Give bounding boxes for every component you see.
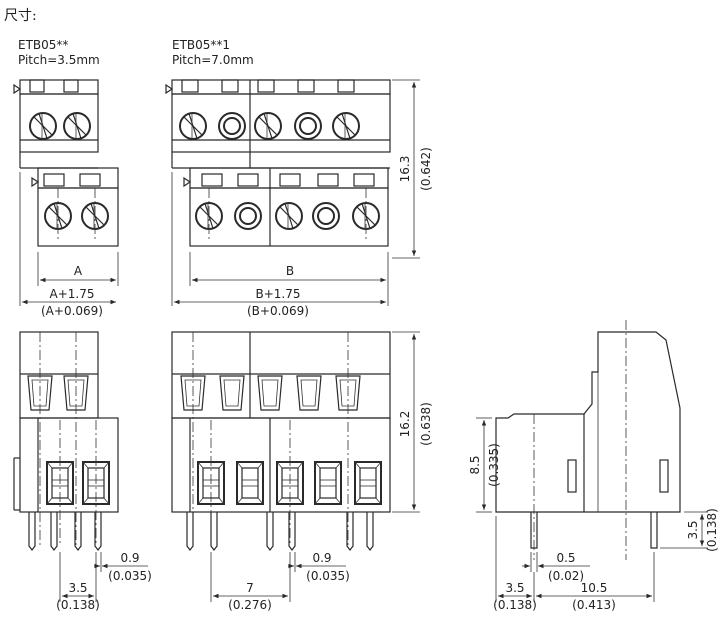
dim-b-total-mm: B+1.75	[255, 287, 300, 301]
dim-side-offset-in: (0.138)	[493, 598, 537, 612]
dim-pin-gap-left-mm: 0.9	[120, 551, 139, 565]
right-model-name: ETB05**1	[172, 38, 230, 52]
dim-a-total-mm: A+1.75	[50, 287, 95, 301]
right-model-pitch: Pitch=7.0mm	[172, 53, 254, 67]
top-dimensions: A A+1.75 (A+0.069) B B+1.75 (B+0.069) 16…	[19, 79, 433, 318]
dim-pitch-left-mm: 3.5	[68, 581, 87, 595]
dim-side-depth-mm: 10.5	[581, 581, 608, 595]
left-top-view	[13, 79, 119, 247]
left-model-pitch: Pitch=3.5mm	[18, 53, 100, 67]
side-view: 8.5 (0.335) 3.5 (0.138) 0.5 (0.02) 3.5 (…	[468, 320, 719, 612]
dim-a-total-in: (A+0.069)	[41, 304, 103, 318]
dim-pin-length-mm: 3.5	[686, 520, 700, 539]
dim-pin-gap-left-in: (0.035)	[108, 569, 152, 583]
dim-height-front-mm: 16.2	[398, 411, 412, 438]
dim-side-depth-in: (0.413)	[572, 598, 616, 612]
dim-b-total-in: (B+0.069)	[247, 304, 309, 318]
dim-pin-width-mm: 0.5	[556, 551, 575, 565]
dim-b-label: B	[286, 264, 294, 278]
heading-text: 尺寸:	[4, 8, 37, 24]
right-top-view	[165, 79, 391, 247]
left-model-name: ETB05**	[18, 38, 68, 52]
right-front-view	[171, 331, 391, 551]
dim-pin-width-in: (0.02)	[548, 569, 584, 583]
dim-height-top-mm: 16.3	[398, 156, 412, 183]
dim-side-offset-mm: 3.5	[505, 581, 524, 595]
dim-a-label: A	[74, 264, 83, 278]
dim-side-height-in: (0.335)	[487, 443, 501, 487]
front-dimensions: 16.2 (0.638) 3.5 (0.138) 0.9 (0.035) 7 (…	[56, 331, 433, 612]
dim-pin-length-in: (0.138)	[705, 508, 719, 552]
dim-pitch-left-in: (0.138)	[56, 598, 100, 612]
left-front-view	[13, 331, 119, 551]
dim-side-height-mm: 8.5	[468, 455, 482, 474]
dim-height-top-in: (0.642)	[419, 147, 433, 191]
dim-pitch-right-mm: 7	[246, 581, 254, 595]
dim-pin-gap-right-mm: 0.9	[312, 551, 331, 565]
dim-height-front-in: (0.638)	[419, 402, 433, 446]
dim-pin-gap-right-in: (0.035)	[306, 569, 350, 583]
dim-pitch-right-in: (0.276)	[228, 598, 272, 612]
